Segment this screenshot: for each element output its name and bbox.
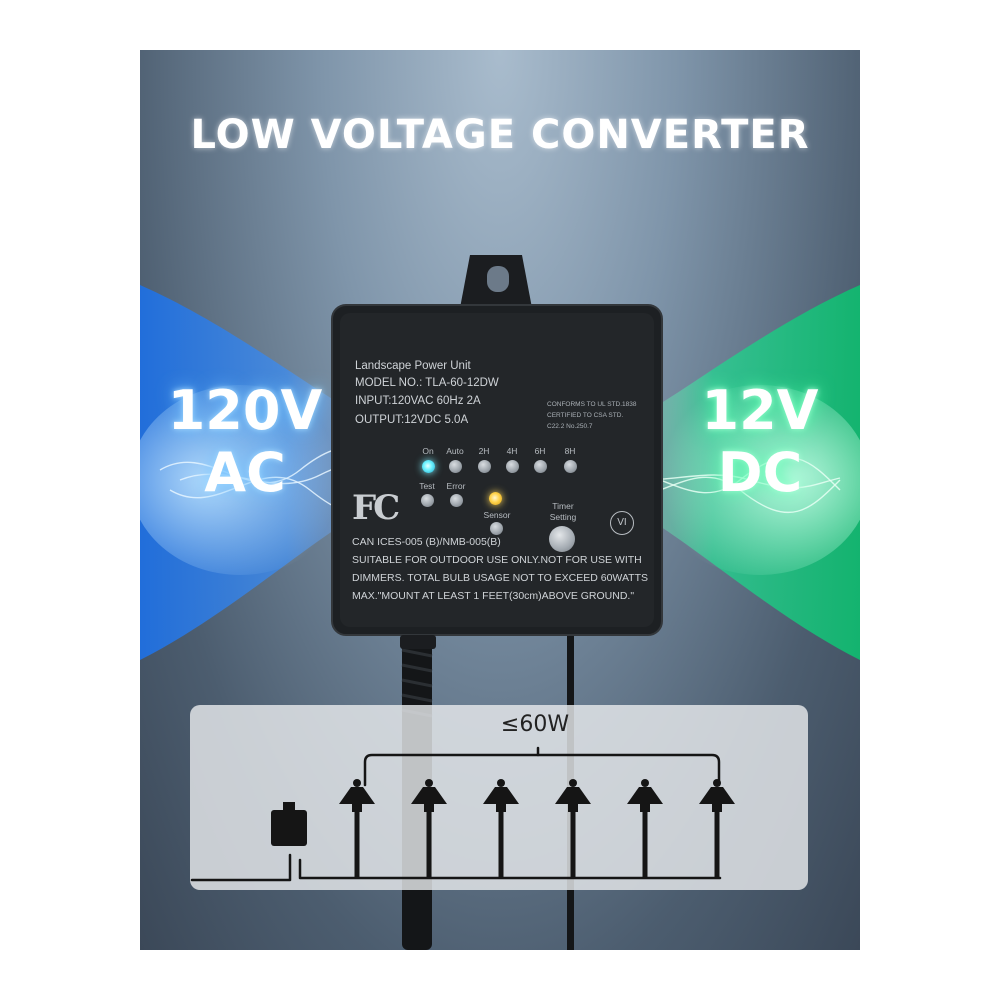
input-voltage-label: 120V AC [150, 380, 340, 504]
output-voltage-value: 12V [701, 379, 819, 442]
timer-setting-button[interactable] [549, 526, 575, 552]
transformer-icon [271, 810, 307, 846]
led-on-indicator [422, 460, 435, 473]
conformance-line-2: CERTIFIED TO CSA STD. [547, 412, 624, 419]
mode-label-8h: 8H [564, 446, 576, 456]
notice-line-3: DIMMERS. TOTAL BULB USAGE NOT TO EXCEED … [352, 572, 649, 584]
output-current-type: DC [717, 441, 803, 504]
device-model: MODEL NO.: TLA-60-12DW [355, 377, 499, 389]
notice-line-1: CAN ICES-005 (B)/NMB-005(B) [352, 536, 501, 548]
wattage-bracket [363, 753, 721, 787]
device-name: Landscape Power Unit [355, 360, 471, 372]
conformance-line-1: CONFORMS TO UL STD.1838 [547, 401, 637, 408]
notice-line-4: MAX."MOUNT AT LEAST 1 FEET(30cm)ABOVE GR… [352, 590, 635, 602]
device-input-spec: INPUT:120VAC 60Hz 2A [355, 395, 481, 407]
low-voltage-wire [298, 858, 722, 880]
timer-label-line-2: Setting [549, 512, 577, 522]
converter-housing [331, 255, 663, 649]
input-current-type: AC [204, 441, 286, 504]
led-2h-indicator [478, 460, 491, 473]
fcc-logo: FC [352, 488, 400, 528]
notice-line-2: SUITABLE FOR OUTDOOR USE ONLY.NOT FOR US… [352, 554, 642, 566]
conformance-line-3: C22.2 No.250.7 [547, 423, 593, 430]
wiring-diagram [190, 746, 735, 882]
mode-label-2h: 2H [478, 446, 490, 456]
timer-label-line-1: Timer [552, 501, 574, 511]
energy-wave-graphic [140, 285, 860, 660]
mode-label-auto: Auto [446, 446, 464, 456]
status-label-test: Test [419, 481, 435, 491]
mode-label-4h: 4H [506, 446, 518, 456]
led-6h-indicator [534, 460, 547, 473]
mode-label-6h: 6H [534, 446, 546, 456]
path-light-icon [483, 779, 519, 878]
sensor-label: Sensor [483, 510, 511, 520]
led-auto-indicator [449, 460, 462, 473]
sensor-button[interactable] [490, 522, 503, 535]
output-voltage-label: 12V DC [665, 380, 855, 504]
wattage-limit-label: ≤60W [500, 712, 570, 737]
input-voltage-value: 120V [167, 379, 323, 442]
led-test-indicator [421, 494, 434, 507]
device-output-spec: OUTPUT:12VDC 5.0A [355, 414, 469, 426]
efficiency-level-mark: VI [610, 511, 634, 535]
mode-label-on: On [422, 446, 434, 456]
path-light-icon [627, 779, 663, 878]
led-8h-indicator [564, 460, 577, 473]
led-4h-indicator [506, 460, 519, 473]
product-image: LOW VOLTAGE CONVERTER 120V AC 12V DC Lan… [140, 50, 860, 950]
path-light-icon [555, 779, 591, 878]
path-light-icon [339, 779, 375, 878]
path-light-icon [411, 779, 447, 878]
path-light-icon [699, 779, 735, 878]
led-error-indicator [450, 494, 463, 507]
mains-wire [190, 853, 292, 882]
status-label-error: Error [446, 481, 466, 491]
sensor-light-indicator [489, 492, 502, 505]
headline: LOW VOLTAGE CONVERTER [190, 112, 810, 158]
